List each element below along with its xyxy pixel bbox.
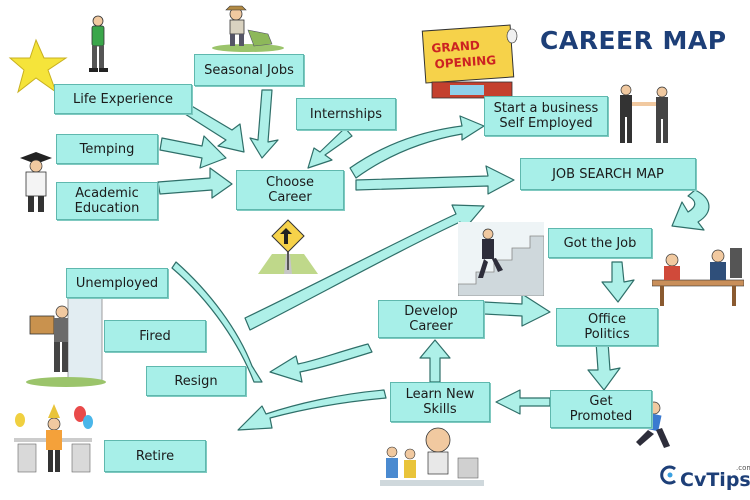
box-choose-line2: Career <box>268 190 312 205</box>
box-internships-label: Internships <box>309 106 383 122</box>
arrow-office-to-promoted <box>587 341 621 391</box>
sign-line2: OPENING <box>434 53 496 71</box>
arrow-academic-to-choose <box>157 167 233 199</box>
box-fired: Fired <box>104 320 206 352</box>
box-unemployed: Unemployed <box>66 268 168 298</box>
box-get-promoted: Get Promoted <box>550 390 652 428</box>
arrow-choose-to-resign <box>171 261 263 383</box>
box-resign-label: Resign <box>174 373 218 389</box>
box-develop-line2: Career <box>409 319 453 334</box>
box-job-search-map: JOB SEARCH MAP <box>520 158 696 190</box>
retire-party-illustration <box>14 404 93 473</box>
logo-brand-c: Cv <box>680 469 707 491</box>
arrow-learn-to-retire <box>237 389 387 431</box>
arrow-temping-to-choose <box>159 135 227 169</box>
graduate-illustration <box>20 152 52 212</box>
page-title: CAREER MAP <box>540 26 727 55</box>
box-academic-education: Academic Education <box>56 182 158 220</box>
box-promoted-line1: Get <box>589 394 613 409</box>
box-seasonal-jobs-label: Seasonal Jobs <box>204 62 294 78</box>
box-retire-label: Retire <box>135 448 175 464</box>
box-office-politics: Office Politics <box>556 308 658 346</box>
grand-opening-illustration: GRAND OPENING <box>421 24 518 99</box>
logo-domain: .com <box>736 464 750 472</box>
box-fired-label: Fired <box>139 328 171 344</box>
logo-brand-t: Tips <box>706 469 750 491</box>
logo-c-icon <box>660 465 676 485</box>
box-learn-new-skills: Learn New Skills <box>390 382 490 422</box>
cvtips-logo: Cv Tips .com <box>660 464 750 491</box>
handshake-illustration <box>620 84 668 143</box>
box-start-line1: Start a business <box>493 101 599 116</box>
sign-line1: GRAND <box>431 38 480 55</box>
box-learn-line2: Skills <box>423 402 457 417</box>
arrow-choose-to-jobsearch <box>355 165 515 195</box>
box-temping-label: Temping <box>79 141 135 157</box>
box-job-search-map-label: JOB SEARCH MAP <box>552 166 664 182</box>
arrow-develop-to-resign <box>269 343 373 383</box>
box-life-experience-label: Life Experience <box>72 91 174 107</box>
box-unemployed-label: Unemployed <box>75 275 159 291</box>
box-office-line2: Politics <box>584 327 630 342</box>
box-academic-line2: Education <box>74 201 140 216</box>
star-icon <box>8 38 68 94</box>
box-retire: Retire <box>104 440 206 472</box>
box-got-the-job: Got the Job <box>548 228 652 258</box>
box-choose-line1: Choose <box>266 175 314 190</box>
box-learn-line1: Learn New <box>405 387 475 402</box>
box-seasonal-jobs: Seasonal Jobs <box>194 54 304 86</box>
box-resign: Resign <box>146 366 246 396</box>
box-develop-career: Develop Career <box>378 300 484 338</box>
arrow-develop-to-office <box>483 293 551 327</box>
arrow-learn-to-develop <box>419 339 451 383</box>
box-office-line1: Office <box>588 312 626 327</box>
box-life-experience: Life Experience <box>54 84 192 114</box>
arrow-unemployed-to-jobsearch <box>244 204 485 331</box>
arrow-gotjob-to-office <box>601 261 635 303</box>
meeting-illustration <box>652 248 744 306</box>
box-got-the-job-label: Got the Job <box>563 235 637 251</box>
stairs-man-illustration <box>458 222 544 296</box>
box-start-business: Start a business Self Employed <box>484 96 608 136</box>
box-start-line2: Self Employed <box>499 116 593 131</box>
moving-man-illustration <box>26 297 106 387</box>
box-promoted-line2: Promoted <box>569 409 633 424</box>
walking-man-illustration <box>89 15 108 72</box>
road-sign-illustration <box>258 219 318 274</box>
box-academic-line1: Academic <box>75 186 139 201</box>
box-internships: Internships <box>296 98 396 130</box>
arrow-life-to-choose <box>184 104 245 153</box>
arrow-seasonal-to-choose <box>249 89 279 159</box>
box-develop-line1: Develop <box>404 304 458 319</box>
box-choose-career: Choose Career <box>236 170 344 210</box>
farmer-illustration <box>212 5 284 52</box>
classroom-illustration <box>380 427 484 486</box>
box-temping: Temping <box>56 134 158 164</box>
arrow-jobsearch-to-gotjob <box>671 189 710 231</box>
arrow-promoted-to-learn <box>495 389 551 415</box>
arrow-intern-to-choose <box>307 127 353 169</box>
star-illustration <box>8 38 68 94</box>
